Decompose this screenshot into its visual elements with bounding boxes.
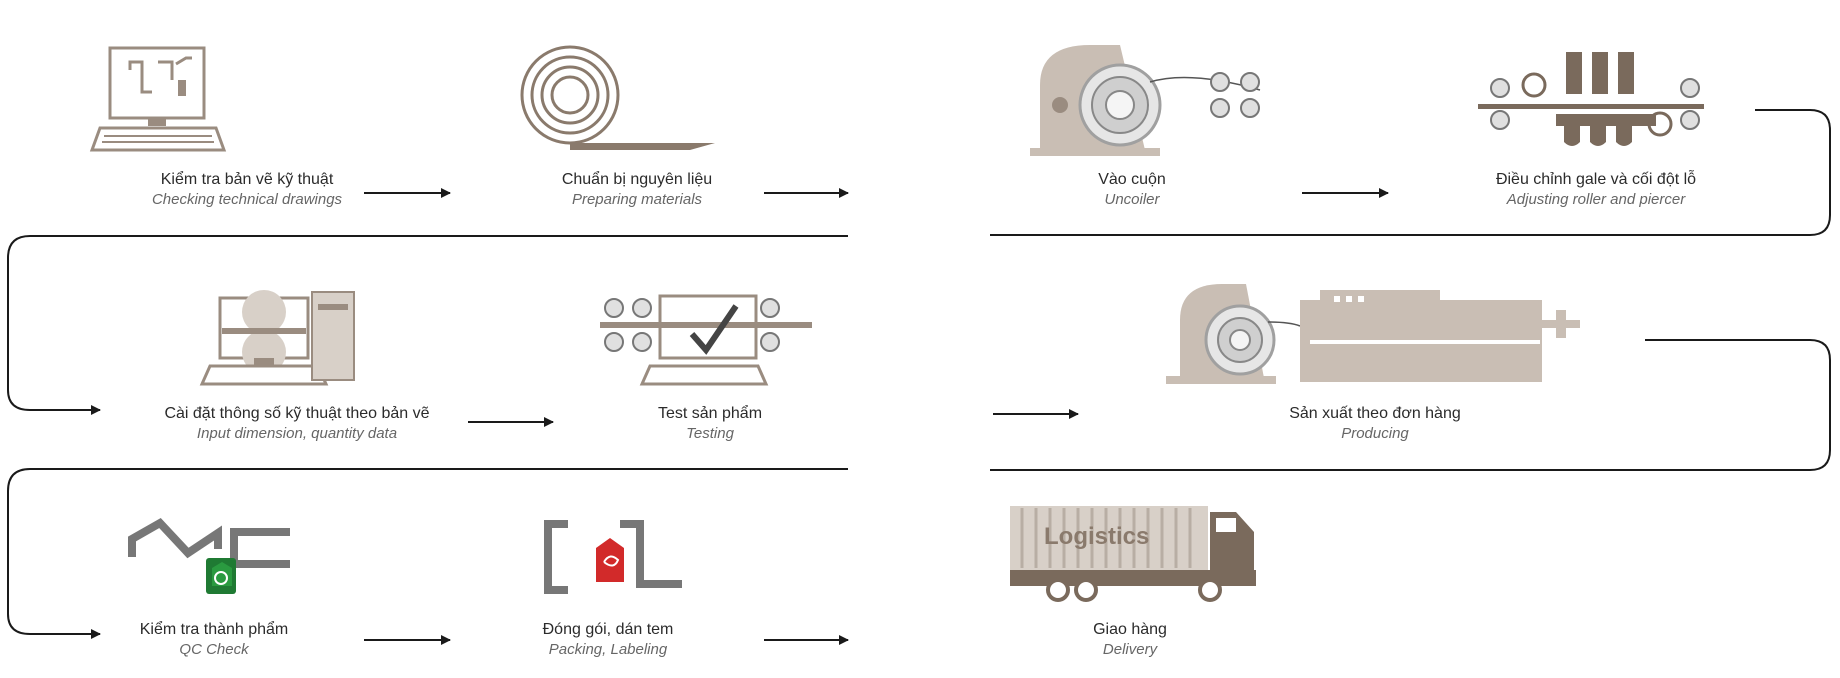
step-label-en: Input dimension, quantity data (196, 425, 398, 442)
step-producing: Sản xuất theo đơn hàng Producing (1195, 404, 1555, 444)
computer-setup-icon (199, 290, 355, 386)
step-delivery: Giao hàng Delivery (950, 620, 1310, 660)
truck-label: Logistics (1044, 523, 1149, 550)
step-label-vi: Kiểm tra bản vẽ kỹ thuật (160, 171, 334, 188)
step-adjusting-roller: Điều chỉnh gale và cối đột lỗ Adjusting … (1416, 170, 1776, 210)
step-label-vi: Giao hàng (1093, 621, 1167, 638)
qc-profile-icon (128, 517, 290, 594)
package-label-icon (544, 520, 682, 594)
step-packing-labeling: Đóng gói, dán tem Packing, Labeling (428, 620, 788, 660)
delivery-truck-icon: Logistics (1010, 506, 1256, 602)
step-checking-drawings: Kiểm tra bản vẽ kỹ thuật Checking techni… (67, 170, 427, 210)
production-machine-icon (1166, 284, 1580, 384)
roller-piercer-icon (1478, 52, 1704, 146)
step-label-en: Preparing materials (571, 191, 703, 208)
steel-coil-icon (520, 45, 715, 150)
flow-connector (7, 235, 848, 415)
step-label-vi: Sản xuất theo đơn hàng (1289, 405, 1461, 422)
step-label-en: Uncoiler (1104, 191, 1160, 208)
step-label-en: Producing (1341, 425, 1409, 442)
step-label-vi: Đóng gói, dán tem (542, 621, 674, 638)
computer-drawing-icon (89, 46, 227, 152)
step-testing: Test sản phẩm Testing (530, 404, 890, 444)
step-preparing-materials: Chuẩn bị nguyên liệu Preparing materials (457, 170, 817, 210)
step-label-vi: Vào cuộn (1098, 171, 1166, 188)
test-check-icon (600, 294, 812, 386)
step-label-en: Checking technical drawings (151, 191, 343, 208)
step-label-vi: Cài đặt thông số kỹ thuật theo bản vẽ (164, 405, 430, 422)
uncoiler-icon (1030, 45, 1261, 156)
step-label-en: QC Check (179, 641, 249, 658)
step-label-en: Testing (686, 425, 734, 442)
step-label-vi: Kiểm tra thành phẩm (139, 621, 289, 638)
flow-connector (7, 468, 848, 639)
step-label-en: Adjusting roller and piercer (1506, 191, 1686, 208)
step-label-vi: Điều chỉnh gale và cối đột lỗ (1495, 171, 1697, 188)
step-label-vi: Chuẩn bị nguyên liệu (561, 171, 713, 188)
step-qc-check: Kiểm tra thành phẩm QC Check (34, 620, 394, 660)
flow-connector (990, 109, 1831, 236)
step-label-en: Packing, Labeling (548, 641, 668, 658)
step-input-dimension: Cài đặt thông số kỹ thuật theo bản vẽ In… (117, 404, 477, 444)
flow-connector (990, 339, 1831, 471)
step-label-en: Delivery (1102, 641, 1158, 658)
step-uncoiler: Vào cuộn Uncoiler (952, 170, 1312, 210)
step-label-vi: Test sản phẩm (657, 405, 763, 422)
